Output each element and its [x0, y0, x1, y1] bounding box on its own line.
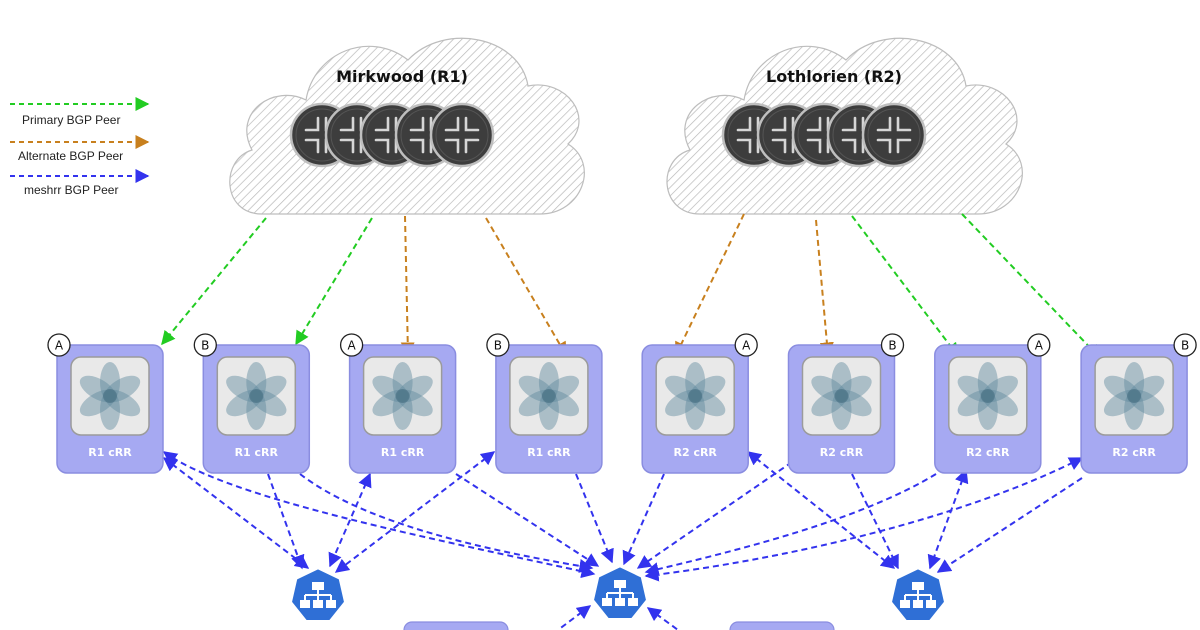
route-reflector-7: R2 cRR A	[934, 333, 1051, 474]
crr-badge: B	[486, 333, 510, 357]
crr-badge: A	[734, 333, 758, 357]
crr-flower-logo-icon	[372, 362, 433, 430]
svg-text:B: B	[201, 339, 209, 353]
partial-box	[403, 621, 509, 630]
crr-label: R1 cRR	[381, 446, 425, 459]
crr-flower-logo-icon	[811, 362, 872, 430]
alternate-bgp-links	[400, 213, 834, 357]
crr-label: R2 cRR	[820, 446, 864, 459]
primary-bgp-links	[161, 213, 1101, 360]
legend: Primary BGP Peer Alternate BGP Peer mesh…	[10, 97, 150, 197]
partial-box	[729, 621, 835, 630]
svg-text:B: B	[888, 339, 896, 353]
primary-link	[961, 213, 1101, 360]
svg-text:A: A	[347, 339, 356, 353]
crr-flower-logo-icon	[665, 362, 726, 430]
crr-badge: B	[193, 333, 217, 357]
legend-label-primary: Primary BGP Peer	[22, 113, 120, 127]
crr-badge: A	[1027, 333, 1051, 357]
cloud-mirkwood: Mirkwood (R1)	[229, 37, 585, 215]
crr-label: R2 cRR	[966, 446, 1010, 459]
crr-label: R2 cRR	[673, 446, 717, 459]
router-icon	[861, 102, 927, 168]
meshrr-link	[328, 472, 372, 568]
crr-flower-logo-icon	[518, 362, 580, 430]
meshrr-link	[455, 473, 600, 567]
svg-text:B: B	[494, 339, 502, 353]
meshrr-link	[936, 477, 1083, 573]
alternate-link	[675, 213, 745, 357]
svg-text:B: B	[1181, 339, 1189, 353]
router-group-mirkwood	[289, 102, 495, 168]
meshrr-link	[162, 457, 310, 569]
svg-text:A: A	[742, 339, 751, 353]
crr-flower-logo-icon	[226, 362, 287, 430]
alternate-link	[400, 215, 415, 357]
svg-text:A: A	[1035, 339, 1044, 353]
primary-link	[161, 217, 267, 346]
route-reflector-5: R2 cRR A	[641, 333, 758, 474]
router-icon	[429, 102, 495, 168]
meshrr-link	[646, 607, 679, 630]
meshrr-link	[575, 473, 614, 564]
crr-flower-logo-icon	[1103, 362, 1165, 430]
alternate-link	[485, 217, 567, 357]
crr-label: R2 cRR	[1112, 446, 1156, 459]
meshrr-link	[622, 473, 665, 566]
primary-link	[295, 217, 373, 346]
route-reflector-1: R1 cRR A	[47, 333, 164, 474]
cloud-lothlorien: Lothlorien (R2)	[666, 37, 1023, 215]
kubernetes-service-icon	[289, 566, 347, 623]
crr-label: R1 cRR	[88, 446, 132, 459]
meshrr-bgp-links	[162, 451, 1084, 630]
cloud-title-lothlorien: Lothlorien (R2)	[766, 67, 902, 86]
router-group-lothlorien	[721, 102, 927, 168]
bottom-partial-boxes	[403, 621, 835, 630]
cloud-title-mirkwood: Mirkwood (R1)	[336, 67, 468, 86]
meshrr-link	[644, 457, 1084, 582]
meshrr-link	[927, 468, 969, 570]
crr-badge: B	[1173, 333, 1197, 357]
crr-label: R1 cRR	[235, 446, 279, 459]
route-reflector-8: R2 cRR B	[1080, 333, 1197, 474]
crr-flower-logo-icon	[957, 362, 1018, 430]
meshrr-link	[557, 605, 592, 630]
crr-badge: A	[339, 333, 364, 357]
route-reflector-4: R1 cRR B	[486, 333, 603, 474]
route-reflector-3: R1 cRR A	[339, 333, 457, 474]
svg-text:A: A	[55, 339, 64, 353]
meshrr-link	[851, 473, 899, 570]
primary-link	[851, 215, 959, 358]
route-reflector-2: R1 cRR B	[193, 333, 311, 474]
meshrr-link	[746, 451, 896, 569]
meshrr-link	[162, 451, 596, 579]
service-row	[289, 564, 947, 623]
legend-label-meshrr: meshrr BGP Peer	[24, 183, 118, 197]
route-reflector-6: R2 cRR B	[787, 333, 905, 474]
crr-flower-logo-icon	[79, 362, 141, 430]
meshrr-link	[636, 461, 793, 569]
kubernetes-service-icon	[591, 564, 649, 621]
crr-label: R1 cRR	[527, 446, 571, 459]
kubernetes-service-icon	[889, 566, 947, 623]
crr-badge: A	[47, 333, 71, 357]
meshrr-link	[299, 473, 594, 573]
legend-label-alternate: Alternate BGP Peer	[18, 149, 123, 163]
meshrr-link	[267, 473, 305, 570]
crr-badge: B	[880, 333, 905, 357]
alternate-link	[815, 219, 834, 357]
